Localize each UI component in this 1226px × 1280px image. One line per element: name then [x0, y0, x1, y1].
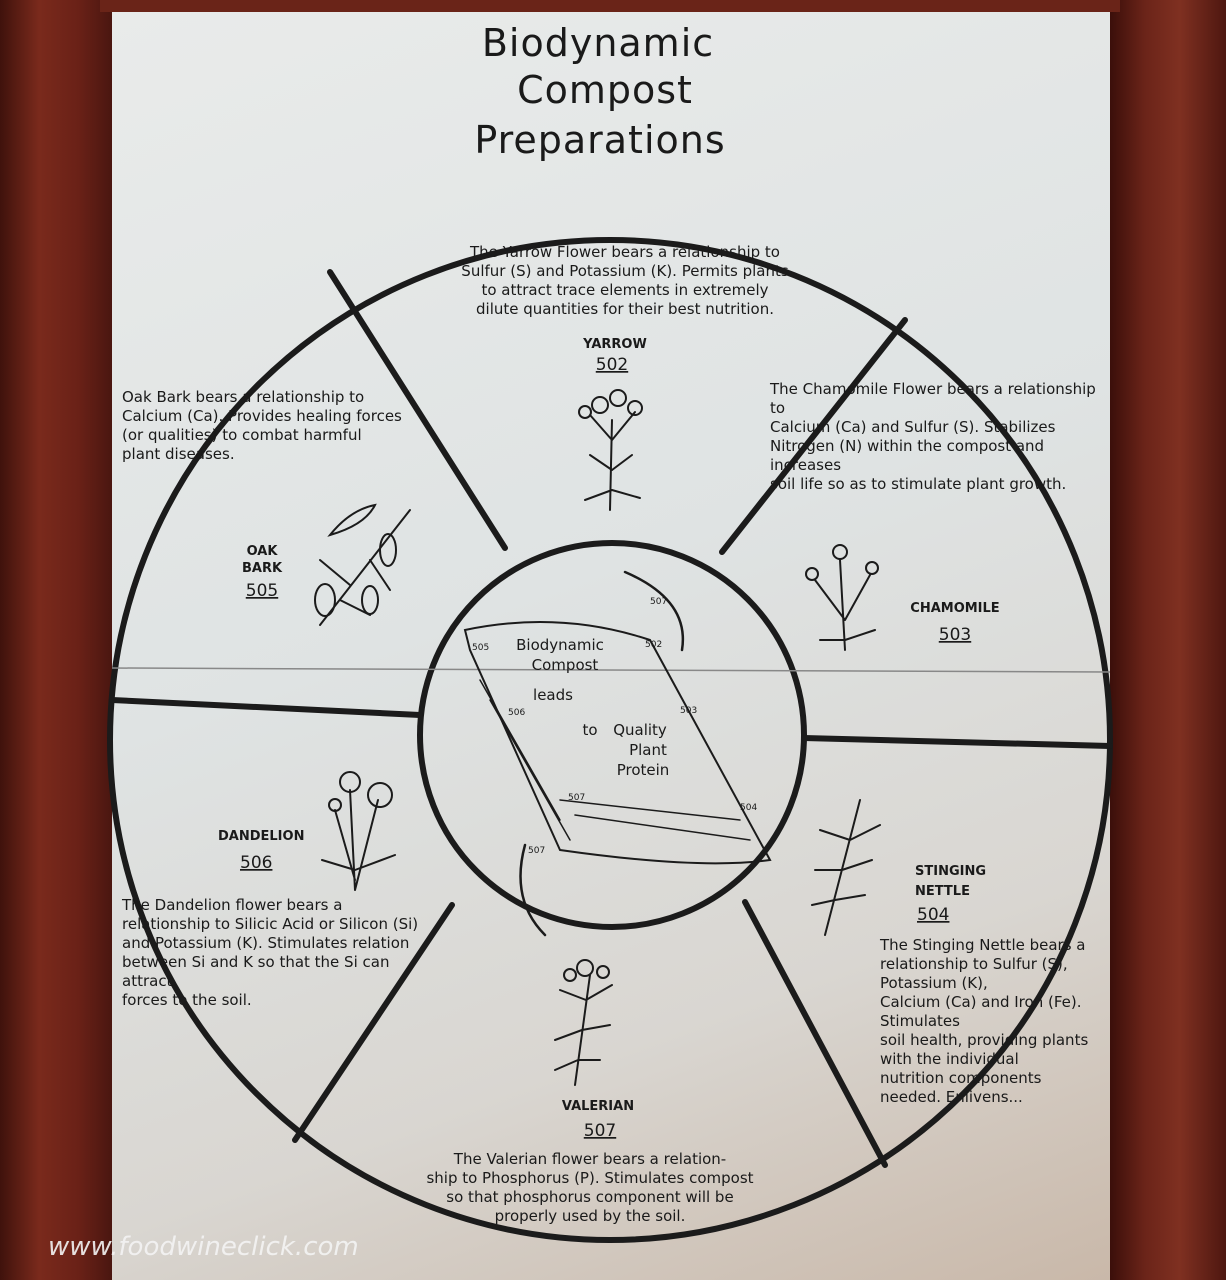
oak-label-line-1: OAK — [247, 544, 279, 559]
yarrow-desc-line: The Yarrow Flower bears a relationship t… — [470, 243, 780, 261]
dandelion-plant-icon — [321, 771, 396, 891]
chamomile-desc-line: Calcium (Ca) and Sulfur (S). Stabilizes — [770, 418, 1056, 436]
spoke-yarrow-chamomile — [719, 317, 908, 555]
dandelion-desc-line: The Dandelion flower bears a — [122, 896, 343, 914]
marker-label: 506 — [508, 708, 525, 718]
center-text-line: Plant — [629, 741, 667, 759]
section-chamomile: CHAMOMILE 503 — [805, 544, 1000, 651]
dandelion-description: The Dandelion flower bears a relationshi… — [122, 896, 422, 1010]
marker-label: 505 — [472, 643, 489, 653]
compost-pile-outline — [463, 621, 772, 865]
picture-frame-right — [1110, 0, 1226, 1280]
dandelion-desc-line: and Potassium (K). Stimulates relation — [122, 934, 410, 952]
oak-number: 505 — [246, 581, 278, 601]
center-compost-illustration: Biodynamic Compost leads to Quality Plan… — [463, 570, 772, 937]
nettle-number: 504 — [917, 905, 949, 925]
nettle-desc-line: The Stinging Nettle bears a — [880, 936, 1086, 954]
chamomile-description: The Chamomile Flower bears a relationshi… — [770, 380, 1100, 494]
dandelion-desc-line: between Si and K so that the Si can attr… — [122, 953, 390, 990]
picture-frame-top — [100, 0, 1120, 12]
nettle-desc-line: nutrition components needed. Enlivens... — [880, 1069, 1042, 1106]
marker-label: 503 — [680, 706, 697, 716]
marker-label: 502 — [645, 640, 662, 650]
glass-crease-line — [111, 667, 1111, 673]
center-text-line: Biodynamic — [516, 636, 604, 654]
marker-label: 507 — [650, 597, 667, 607]
valerian-desc-line: so that phosphorus component will be — [446, 1188, 734, 1206]
compost-hatching — [479, 679, 751, 841]
inner-ring — [417, 540, 807, 930]
yarrow-desc-line: to attract trace elements in extremely — [481, 281, 769, 299]
valerian-label: VALERIAN — [562, 1099, 634, 1114]
nettle-description: The Stinging Nettle bears a relationship… — [880, 936, 1102, 1107]
yarrow-number: 502 — [596, 355, 628, 375]
oak-description: Oak Bark bears a relationship to Calcium… — [122, 388, 422, 464]
valerian-desc-line: The Valerian flower bears a relation- — [453, 1150, 727, 1168]
oak-desc-line: Calcium (Ca). Provides healing forces — [122, 407, 402, 425]
spoke-yarrow-oak — [327, 269, 508, 551]
dandelion-number: 506 — [240, 853, 272, 873]
chamomile-desc-line: Nitrogen (N) within the compost and incr… — [770, 437, 1045, 474]
yarrow-label: YARROW — [582, 337, 647, 352]
title-line-1: Biodynamic — [482, 21, 714, 65]
dandelion-desc-line: relationship to Silicic Acid or Silicon … — [122, 915, 419, 933]
preparation-arrow-507 — [519, 570, 685, 937]
oak-label-line-2: BARK — [242, 561, 283, 576]
center-text-line: Quality — [613, 721, 667, 739]
dandelion-desc-line: forces to the soil. — [122, 991, 252, 1009]
yarrow-desc-line: Sulfur (S) and Potassium (K). Permits pl… — [461, 262, 789, 280]
section-oak-bark: OAK BARK 505 — [242, 503, 411, 626]
chamomile-label: CHAMOMILE — [910, 601, 999, 616]
valerian-desc-line: ship to Phosphorus (P). Stimulates compo… — [426, 1169, 754, 1187]
dandelion-label: DANDELION — [218, 829, 304, 844]
marker-label: 507 — [528, 846, 545, 856]
chamomile-desc-line: soil life so as to stimulate plant growt… — [770, 475, 1067, 493]
spoke-valerian-dandelion — [292, 902, 455, 1143]
chamomile-plant-icon — [805, 544, 879, 651]
nettle-label-line-1: STINGING — [915, 864, 986, 879]
watermark: www.foodwineclick.com — [48, 1232, 359, 1262]
nettle-label-line-2: NETTLE — [915, 884, 970, 899]
section-dandelion: DANDELION 506 — [218, 771, 396, 891]
oak-desc-line: (or qualities) to combat harmful — [122, 426, 362, 444]
marker-label: 507 — [568, 793, 585, 803]
nettle-desc-line: relationship to Sulfur (S), Potassium (K… — [880, 955, 1068, 992]
center-text-line: to — [582, 721, 597, 739]
center-text-line: Protein — [617, 761, 670, 779]
center-prep-markers: 502 503 504 505 506 507 507 507 — [472, 597, 757, 856]
poster-paper — [112, 12, 1110, 1280]
yarrow-description: The Yarrow Flower bears a relationship t… — [425, 243, 825, 319]
section-stinging-nettle: STINGING NETTLE 504 — [811, 799, 986, 936]
wheel-outline — [107, 237, 1113, 1243]
section-valerian: VALERIAN 507 — [554, 959, 634, 1141]
yarrow-desc-line: dilute quantities for their best nutriti… — [476, 300, 774, 318]
picture-frame-left — [0, 0, 112, 1280]
valerian-plant-icon — [554, 959, 613, 1086]
valerian-number: 507 — [584, 1121, 616, 1141]
title-line-2: Compost — [517, 68, 693, 112]
marker-label: 504 — [740, 803, 757, 813]
chamomile-desc-line: The Chamomile Flower bears a relationshi… — [770, 380, 1096, 417]
chamomile-number: 503 — [939, 625, 971, 645]
center-text-line: Compost — [532, 656, 599, 674]
spoke-dandelion-oak — [109, 697, 423, 718]
valerian-description: The Valerian flower bears a relation- sh… — [370, 1150, 810, 1226]
spoke-nettle-valerian — [742, 899, 888, 1168]
center-text-line: leads — [533, 686, 573, 704]
nettle-desc-line: soil health, providing plants with the i… — [880, 1031, 1089, 1068]
title-line-3: Preparations — [474, 118, 725, 162]
nettle-plant-icon — [811, 799, 881, 936]
oak-bark-plant-icon — [314, 503, 411, 626]
oak-desc-line: plant diseases. — [122, 445, 235, 463]
outer-ring — [107, 237, 1113, 1243]
section-yarrow: YARROW 502 — [578, 337, 647, 511]
poster-title: Biodynamic Compost Preparations — [474, 21, 725, 162]
spoke-chamomile-nettle — [801, 735, 1113, 749]
oak-desc-line: Oak Bark bears a relationship to — [122, 388, 365, 406]
nettle-desc-line: Calcium (Ca) and Iron (Fe). Stimulates — [880, 993, 1082, 1030]
valerian-desc-line: properly used by the soil. — [494, 1207, 686, 1225]
yarrow-plant-icon — [578, 389, 643, 511]
